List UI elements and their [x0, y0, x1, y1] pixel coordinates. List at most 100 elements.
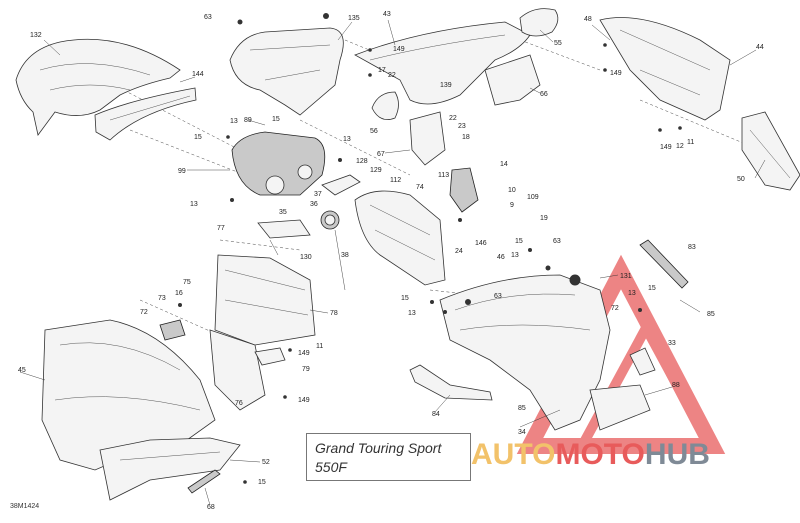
- callout-22: 22: [449, 115, 457, 122]
- callout-11: 11: [687, 139, 694, 146]
- lower-rail: [409, 364, 493, 401]
- watermark-moto: MOTO: [555, 438, 645, 471]
- callout-15: 15: [401, 295, 409, 302]
- watermark-auto: AUTO: [471, 438, 556, 471]
- foot-strip: [187, 469, 221, 494]
- callout-44: 44: [756, 44, 764, 51]
- callout-16: 16: [175, 290, 183, 297]
- trim-strip: [94, 87, 197, 141]
- callout-79: 79: [302, 366, 310, 373]
- callout-109: 109: [527, 194, 539, 201]
- callout-36: 36: [310, 201, 318, 208]
- mirror-right: [519, 8, 559, 37]
- callout-45: 45: [18, 367, 26, 374]
- callout-144: 144: [192, 71, 204, 78]
- side-lamp: [159, 319, 186, 341]
- callout-135: 135: [348, 15, 360, 22]
- right-side-panel: [599, 17, 731, 121]
- callout-77: 77: [217, 225, 225, 232]
- callout-75: 75: [183, 279, 191, 286]
- callout-43: 43: [383, 11, 391, 18]
- watermark-logo: AUTOMOTOHUB: [471, 438, 796, 478]
- callout-149: 149: [610, 70, 622, 77]
- control-switch: [449, 167, 479, 213]
- callout-23: 23: [458, 123, 466, 130]
- side-deflector-right: [484, 54, 541, 106]
- callout-14: 14: [500, 161, 508, 168]
- leader-lines: [19, 19, 766, 506]
- upper-cover: [229, 27, 344, 116]
- callout-76: 76: [235, 400, 243, 407]
- edge-trim: [639, 239, 689, 289]
- callout-88: 88: [672, 382, 680, 389]
- callout-55: 55: [554, 40, 562, 47]
- callout-13: 13: [511, 252, 519, 259]
- callout-149: 149: [298, 397, 310, 404]
- callout-129: 129: [370, 167, 382, 174]
- small-vent: [254, 347, 286, 366]
- lower-deflector: [589, 384, 651, 431]
- callout-35: 35: [279, 209, 287, 216]
- side-grille: [741, 111, 800, 191]
- callout-13: 13: [408, 310, 416, 317]
- callout-99: 99: [178, 168, 186, 175]
- callout-72: 72: [140, 309, 148, 316]
- model-name: Grand Touring Sport: [315, 440, 442, 456]
- callout-15: 15: [272, 116, 280, 123]
- callout-11: 11: [316, 343, 323, 350]
- callout-112: 112: [390, 177, 401, 184]
- callout-132: 132: [30, 32, 42, 39]
- upper-windshield: [354, 21, 531, 105]
- callout-83: 83: [688, 244, 696, 251]
- callout-146: 146: [475, 240, 487, 247]
- mirror-left: [371, 91, 399, 121]
- callout-73: 73: [158, 295, 166, 302]
- callout-52: 52: [262, 459, 270, 466]
- callout-19: 19: [540, 215, 548, 222]
- callout-34: 34: [518, 429, 526, 436]
- callout-17: 17: [378, 67, 386, 74]
- callout-63: 63: [204, 14, 212, 21]
- callout-12: 12: [676, 143, 684, 150]
- callout-128: 128: [356, 158, 368, 165]
- callout-46: 46: [497, 254, 505, 261]
- callout-84: 84: [432, 411, 440, 418]
- front-chassis: [439, 274, 611, 431]
- callout-74: 74: [416, 184, 424, 191]
- callout-13: 13: [628, 290, 636, 297]
- front-nose-panel: [15, 38, 181, 136]
- callout-13: 13: [230, 118, 238, 125]
- callout-33: 33: [668, 340, 676, 347]
- callout-15: 15: [194, 134, 202, 141]
- model-label-box: Grand Touring Sport 550F: [306, 433, 471, 481]
- model-engine: 550F: [315, 459, 347, 475]
- callout-15: 15: [258, 479, 266, 486]
- callout-67: 67: [377, 151, 385, 158]
- callout-9: 9: [510, 202, 514, 209]
- center-duct: [354, 190, 446, 286]
- lower-side-trim: [99, 437, 241, 501]
- fasteners: [178, 13, 682, 484]
- document-code: 38M1424: [10, 503, 40, 510]
- callout-63: 63: [494, 293, 502, 300]
- callout-149: 149: [393, 46, 405, 53]
- callout-63: 63: [553, 238, 561, 245]
- callout-48: 48: [584, 16, 592, 23]
- callout-139: 139: [440, 82, 452, 89]
- callout-24: 24: [455, 248, 463, 255]
- callout-68: 68: [207, 504, 215, 511]
- callout-131: 131: [620, 273, 632, 280]
- callout-13: 13: [190, 201, 198, 208]
- inner-panel-left: [214, 254, 316, 346]
- callout-78: 78: [330, 310, 338, 317]
- headlight-housing: [231, 131, 326, 196]
- callout-72: 72: [611, 305, 619, 312]
- callout-85: 85: [518, 405, 526, 412]
- small-clip-plate: [629, 347, 656, 376]
- callout-50: 50: [737, 176, 745, 183]
- inner-bracket: [409, 111, 446, 166]
- callout-56: 56: [370, 128, 378, 135]
- reflector-plate: [321, 174, 361, 196]
- callout-37: 37: [314, 191, 322, 198]
